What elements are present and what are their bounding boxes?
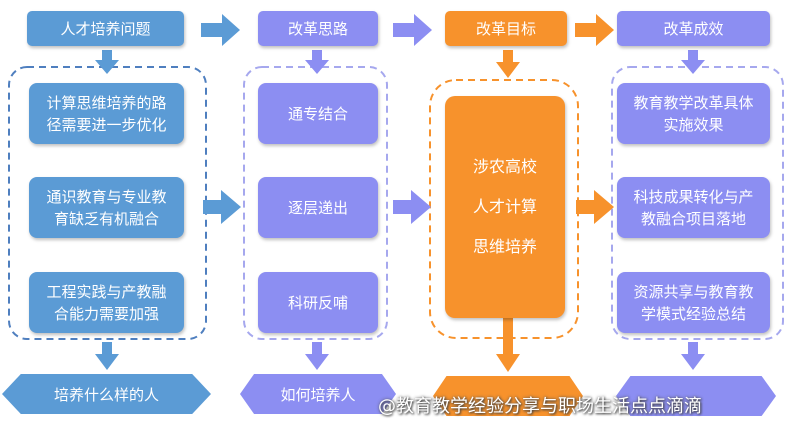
approach-item-2: 逐层递出: [258, 177, 378, 238]
result-item-1: 教育教学改革具体 实施效果: [617, 83, 770, 144]
header-approach: 改革思路: [258, 11, 378, 46]
arrow-right-icon: [575, 14, 614, 46]
header-problems: 人才培养问题: [27, 11, 184, 46]
arrow-down-icon: [305, 342, 329, 370]
result-group-outline: [611, 66, 784, 340]
problem-item-3: 工程实践与产教融 合能力需要加强: [29, 272, 184, 333]
goal-center-box: 涉农高校 人才计算 思维培养: [445, 96, 565, 318]
arrow-right-icon: [201, 14, 240, 46]
arrow-right-icon: [393, 190, 431, 224]
bottom-label-how: 如何培养人: [240, 374, 396, 414]
result-item-3: 资源共享与教育教 学模式经验总结: [617, 272, 770, 333]
arrow-down-icon: [95, 50, 119, 74]
goal-group-outline: [429, 79, 579, 339]
arrow-down-icon: [681, 342, 705, 370]
approach-item-3: 科研反哺: [258, 272, 378, 333]
approach-item-1: 通专结合: [258, 83, 378, 144]
arrow-right-icon: [576, 190, 614, 224]
arrow-down-icon: [681, 50, 705, 74]
arrow-down-icon: [496, 50, 520, 78]
watermark-text: @教育教学经验分享与职场生活点点滴滴: [378, 396, 702, 417]
problem-group-outline: [8, 66, 207, 340]
arrow-right-icon: [203, 190, 241, 224]
bottom-label-result: [616, 376, 776, 416]
header-results: 改革成效: [617, 11, 770, 46]
arrow-down-icon: [95, 342, 119, 370]
problem-item-1: 计算思维培养的路 径需要进一步优化: [29, 83, 184, 144]
arrow-down-icon: [496, 318, 520, 372]
result-item-2: 科技成果转化与产 教融合项目落地: [617, 177, 770, 238]
arrow-right-icon: [393, 14, 432, 46]
problem-item-2: 通识教育与专业教 育缺乏有机融合: [29, 177, 184, 238]
bottom-label-what: 培养什么样的人: [2, 374, 211, 414]
bottom-label-goal: [433, 376, 583, 416]
header-goal: 改革目标: [445, 11, 567, 46]
arrow-down-icon: [305, 50, 329, 74]
